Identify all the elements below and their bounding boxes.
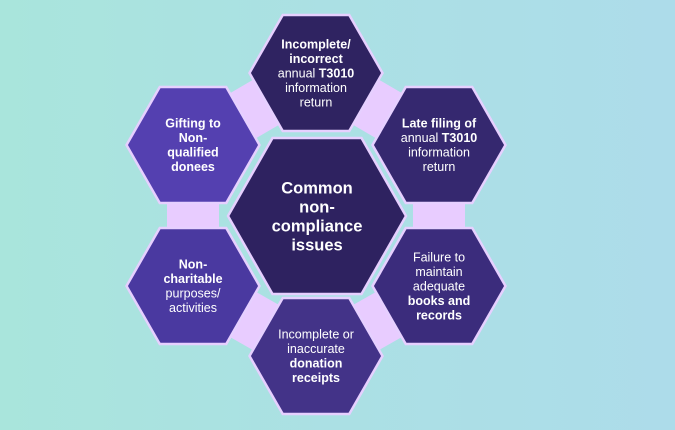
hexagon-shape <box>371 85 507 205</box>
label-line: Common <box>281 179 353 197</box>
label-line: annual T3010 <box>278 66 355 80</box>
label-line: return <box>300 95 333 109</box>
label-text: Failure to <box>413 250 465 264</box>
label-text: information <box>408 146 470 160</box>
label-text: charitable <box>163 272 222 286</box>
label-line: maintain <box>415 265 462 279</box>
label-line: qualified <box>167 146 218 160</box>
hexagon-shape <box>125 226 261 346</box>
label-line: issues <box>291 236 342 254</box>
label-text: T3010 <box>319 66 354 80</box>
label-line: Late filing of <box>402 117 477 131</box>
label-line: donation <box>290 357 343 371</box>
label-text: T3010 <box>442 131 477 145</box>
label-text: issues <box>291 236 342 254</box>
label-text: annual <box>401 131 442 145</box>
label-line: Non- <box>179 258 207 272</box>
label-text: non- <box>299 198 335 216</box>
hexagon-shape <box>371 226 507 346</box>
label-text: Non- <box>179 258 207 272</box>
label-text: donees <box>171 160 215 174</box>
label-line: purposes/ <box>166 287 221 301</box>
label-line: compliance <box>272 217 363 235</box>
label-line: return <box>423 160 456 174</box>
label-line: adequate <box>413 279 465 293</box>
label-text: receipts <box>292 371 340 385</box>
label-text: Late filing of <box>402 117 477 131</box>
hexagon-shape <box>248 296 384 416</box>
label-line: donees <box>171 160 215 174</box>
label-line: charitable <box>163 272 222 286</box>
label-text: information <box>285 81 347 95</box>
label-text: compliance <box>272 217 363 235</box>
label-line: information <box>408 146 470 160</box>
label-text: return <box>300 95 333 109</box>
label-line: records <box>416 308 462 322</box>
label-line: Incomplete or <box>278 328 354 342</box>
label-text: Gifting to <box>165 117 221 131</box>
label-line: information <box>285 81 347 95</box>
label-line: Failure to <box>413 250 465 264</box>
label-text: records <box>416 308 462 322</box>
label-line: activities <box>169 301 217 315</box>
label-line: receipts <box>292 371 340 385</box>
label-text: inaccurate <box>287 342 345 356</box>
label-text: annual <box>278 66 319 80</box>
label-line: non- <box>299 198 335 216</box>
hexagon-shape <box>226 136 408 296</box>
label-line: books and <box>408 294 471 308</box>
hexagon-shape <box>248 13 384 133</box>
label-text: maintain <box>415 265 462 279</box>
label-line: inaccurate <box>287 342 345 356</box>
label-text: Common <box>281 179 353 197</box>
label-text: incorrect <box>289 52 343 66</box>
label-text: purposes/ <box>166 287 221 301</box>
label-text: books and <box>408 294 471 308</box>
label-text: Incomplete/ <box>281 37 351 51</box>
label-line: Gifting to <box>165 117 221 131</box>
label-text: adequate <box>413 279 465 293</box>
label-text: Incomplete or <box>278 328 354 342</box>
hexagon-shape <box>125 85 261 205</box>
label-text: donation <box>290 357 343 371</box>
label-text: return <box>423 160 456 174</box>
label-line: Incomplete/ <box>281 37 351 51</box>
label-text: qualified <box>167 146 218 160</box>
label-text: activities <box>169 301 217 315</box>
label-line: incorrect <box>289 52 343 66</box>
label-text: Non- <box>179 131 207 145</box>
label-line: annual T3010 <box>401 131 478 145</box>
label-line: Non- <box>179 131 207 145</box>
